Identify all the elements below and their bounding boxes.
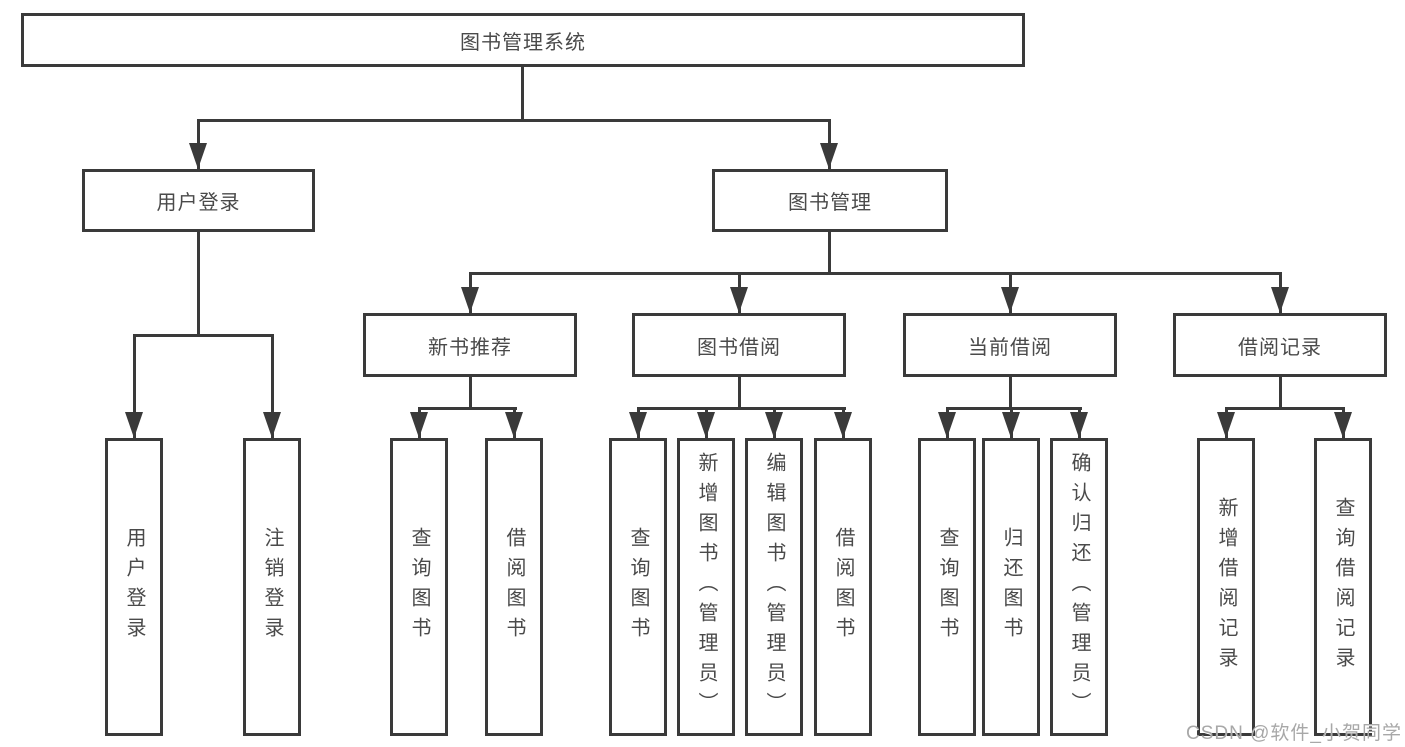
connector-user-login-drop-2 — [271, 334, 274, 438]
csdn-watermark: CSDN @软件_小贺同学 — [1186, 723, 1402, 744]
connector-book-mgmt-bar — [469, 272, 1282, 275]
leaf-user-login: 用户登录 — [105, 438, 163, 736]
leaf-label: 借阅图书 — [832, 527, 854, 647]
node-label: 用户登录 — [156, 192, 241, 214]
connector-book-mgmt-stem — [828, 232, 831, 272]
leaf-label: 编辑图书（管理员） — [763, 452, 785, 722]
leaf-return-books: 归还图书 — [982, 438, 1040, 736]
connector-recommend-stem — [469, 377, 472, 407]
leaf-label: 查询图书 — [408, 527, 430, 647]
arrowhead-to-book-management — [820, 143, 838, 169]
node-label: 借阅记录 — [1238, 336, 1322, 359]
leaf-label: 借阅图书 — [503, 527, 525, 647]
arrowhead-to-borrow-books-recommend — [505, 412, 523, 438]
node-label: 图书管理系统 — [460, 31, 586, 54]
arrowhead-to-confirm-return-admin — [1070, 412, 1088, 438]
connector-records-stem — [1279, 377, 1282, 407]
node-label: 图书借阅 — [697, 336, 781, 359]
connector-recommend-bar — [418, 407, 517, 410]
node-user-login: 用户登录 — [82, 169, 315, 232]
arrowhead-to-return-books — [1002, 412, 1020, 438]
leaf-query-books-borrowing: 查询图书 — [609, 438, 667, 736]
connector-borrowing-stem — [738, 377, 741, 407]
leaf-add-books-admin: 新增图书（管理员） — [677, 438, 735, 736]
leaf-borrow-books-recommend: 借阅图书 — [485, 438, 543, 736]
arrowhead-to-add-borrow-record — [1217, 412, 1235, 438]
arrowhead-to-query-books-borrowing — [629, 412, 647, 438]
arrowhead-to-logout-leaf — [263, 412, 281, 438]
node-current-borrowing: 当前借阅 — [903, 313, 1117, 377]
leaf-label: 查询图书 — [627, 527, 649, 647]
leaf-query-books-current: 查询图书 — [918, 438, 976, 736]
node-borrowing-records: 借阅记录 — [1173, 313, 1387, 377]
arrowhead-to-login-leaf — [125, 412, 143, 438]
node-library-management-system: 图书管理系统 — [21, 13, 1025, 67]
arrowhead-to-query-books-recommend — [410, 412, 428, 438]
leaf-edit-books-admin: 编辑图书（管理员） — [745, 438, 803, 736]
connector-user-login-stem — [197, 232, 200, 334]
node-label: 新书推荐 — [428, 336, 512, 359]
leaf-query-borrow-record: 查询借阅记录 — [1314, 438, 1372, 736]
arrowhead-to-query-books-current — [938, 412, 956, 438]
arrowhead-to-query-borrow-record — [1334, 412, 1352, 438]
arrowhead-to-edit-books-admin — [765, 412, 783, 438]
connector-records-bar — [1225, 407, 1342, 410]
connector-root-stem — [521, 67, 524, 121]
leaf-label: 确认归还（管理员） — [1068, 452, 1090, 722]
node-label: 图书管理 — [788, 192, 872, 214]
leaf-query-books-recommend: 查询图书 — [390, 438, 448, 736]
leaf-label: 新增图书（管理员） — [695, 452, 717, 722]
leaf-borrow-books-borrowing: 借阅图书 — [814, 438, 872, 736]
arrowhead-to-new-book-recommend — [461, 287, 479, 313]
arrowhead-to-current-borrowing — [1001, 287, 1019, 313]
connector-current-bar — [946, 407, 1082, 410]
arrowhead-to-add-books-admin — [697, 412, 715, 438]
connector-user-login-bar — [133, 334, 274, 337]
leaf-logout: 注销登录 — [243, 438, 301, 736]
node-book-borrowing: 图书借阅 — [632, 313, 846, 377]
leaf-label: 新增借阅记录 — [1215, 497, 1237, 677]
connector-root-bar — [197, 119, 831, 122]
leaf-add-borrow-record: 新增借阅记录 — [1197, 438, 1255, 736]
leaf-label: 归还图书 — [1000, 527, 1022, 647]
connector-borrowing-bar — [637, 407, 846, 410]
node-label: 当前借阅 — [968, 336, 1052, 359]
leaf-label: 注销登录 — [261, 527, 283, 647]
leaf-label: 查询借阅记录 — [1332, 497, 1354, 677]
arrowhead-to-borrow-books-borrowing — [834, 412, 852, 438]
leaf-label: 查询图书 — [936, 527, 958, 647]
connector-user-login-drop-1 — [133, 334, 136, 438]
connector-current-stem — [1009, 377, 1012, 407]
arrowhead-to-borrowing-records — [1271, 287, 1289, 313]
leaf-confirm-return-admin: 确认归还（管理员） — [1050, 438, 1108, 736]
node-new-book-recommend: 新书推荐 — [363, 313, 577, 377]
leaf-label: 用户登录 — [123, 527, 145, 647]
node-book-management: 图书管理 — [712, 169, 948, 232]
arrowhead-to-book-borrowing — [730, 287, 748, 313]
arrowhead-to-user-login — [189, 143, 207, 169]
